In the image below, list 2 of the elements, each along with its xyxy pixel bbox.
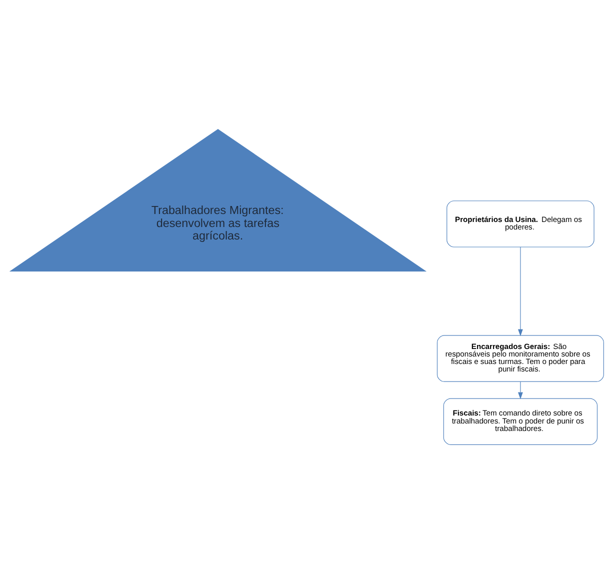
arrow bbox=[518, 246, 523, 336]
arrow bbox=[518, 381, 523, 400]
